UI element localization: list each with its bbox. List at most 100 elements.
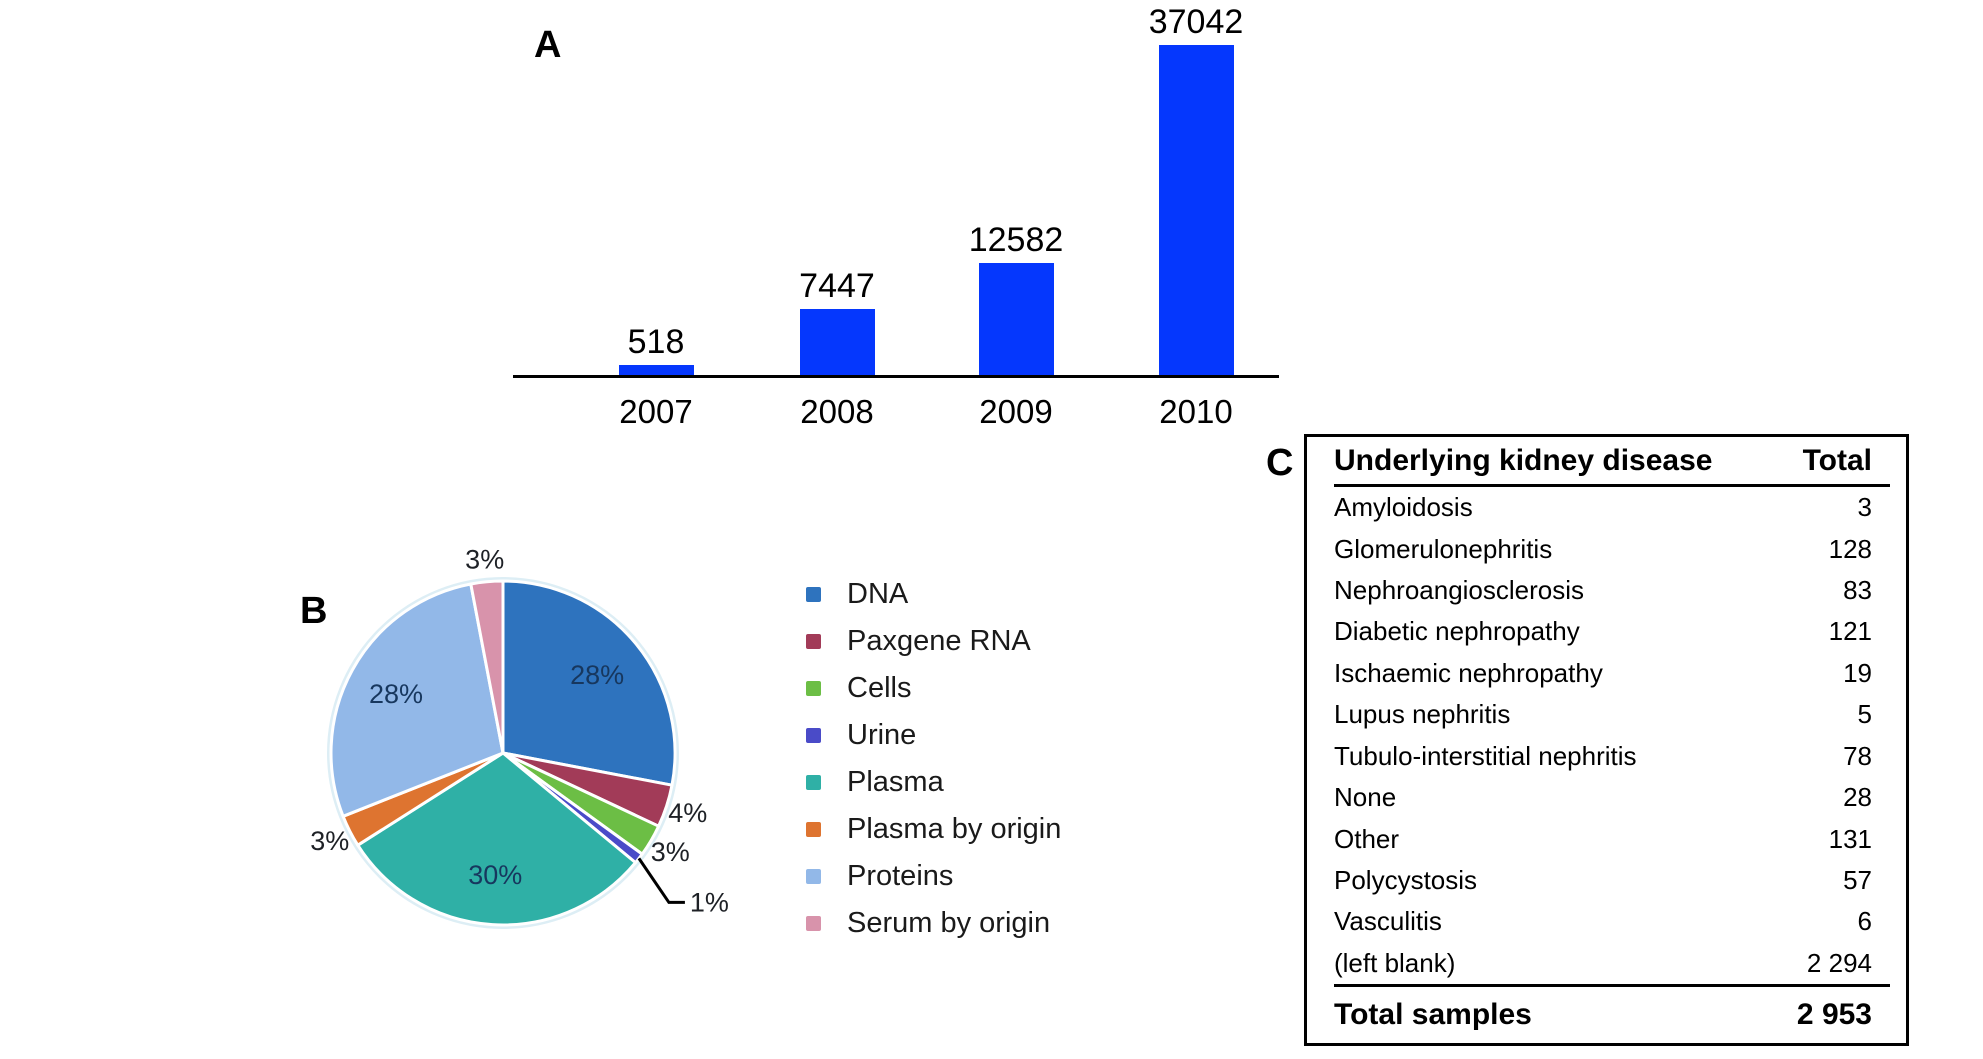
- table-cell-disease: Vasculitis: [1334, 906, 1442, 937]
- legend-swatch: [806, 634, 821, 649]
- legend-swatch: [806, 728, 821, 743]
- table-row: Amyloidosis 3: [1307, 487, 1906, 528]
- table-row: Ischaemic nephropathy 19: [1307, 653, 1906, 694]
- pie-leader-line: [637, 857, 685, 904]
- legend-swatch: [806, 822, 821, 837]
- bar-chart-axis: [513, 375, 1279, 378]
- panel-a-label: A: [534, 24, 562, 66]
- legend-swatch: [806, 587, 821, 602]
- legend-item-dna: DNA: [806, 571, 1061, 618]
- bar-year-label: 2008: [800, 393, 874, 430]
- pie-outer-ring: [327, 577, 679, 929]
- pie-slice-percent-label: 30%: [468, 860, 522, 890]
- bar-year-label: 2007: [619, 393, 693, 430]
- legend-item-label: Cells: [847, 672, 912, 704]
- legend-swatch: [806, 681, 821, 696]
- panel-b-label: B: [300, 590, 328, 632]
- bar-2010: [1158, 45, 1234, 375]
- table-row: Nephroangiosclerosis 83: [1307, 570, 1906, 611]
- legend-item-label: Serum by origin: [847, 907, 1051, 939]
- pie-slice-proteins: [329, 582, 505, 818]
- legend-item-paxgene-rna: Paxgene RNA: [806, 618, 1061, 665]
- pie-slice-percent-label: 3%: [651, 837, 690, 867]
- table-cell-total: 83: [1843, 575, 1872, 606]
- legend-item-label: Urine: [847, 719, 917, 751]
- table-row: (left blank) 2 294: [1307, 943, 1906, 984]
- table-row: None 28: [1307, 777, 1906, 818]
- pie-slice-percent-label: 28%: [369, 679, 423, 709]
- legend-item-plasma-by-origin: Plasma by origin: [806, 806, 1061, 853]
- table-cell-disease: Polycystosis: [1334, 865, 1478, 895]
- bar-value-label: 12582: [968, 221, 1064, 259]
- table-cell-disease: None: [1334, 782, 1397, 813]
- legend-swatch: [806, 869, 821, 884]
- pie-slice-percent-label: 3%: [465, 545, 504, 575]
- table-total-label: Total samples: [1334, 998, 1532, 1031]
- legend-item-label: Proteins: [847, 860, 954, 892]
- table-total-rule: [1334, 984, 1890, 987]
- legend-item-plasma: Plasma: [806, 759, 1061, 806]
- table-cell-total: 6: [1857, 906, 1872, 937]
- pie-slice-percent-label: 28%: [570, 660, 624, 690]
- table-cell-disease: Tubulo-interstitial nephritis: [1334, 740, 1637, 771]
- legend-swatch: [806, 775, 821, 790]
- bar-2007: [618, 365, 694, 375]
- table-cell-disease: Nephroangiosclerosis: [1334, 575, 1585, 606]
- pie-slice-percent-label: 1%: [690, 887, 729, 917]
- table-cell-disease: Amyloidosis: [1334, 492, 1473, 523]
- table-cell-total: 121: [1828, 616, 1872, 647]
- table-cell-disease: Other: [1334, 823, 1400, 854]
- legend-item-label: Paxgene RNA: [847, 625, 1031, 657]
- bar-2008: [799, 309, 875, 375]
- pie-chart: 28%4%3%1%30%3%28%3%: [310, 545, 729, 929]
- bar-value-label: 37042: [1148, 3, 1244, 41]
- table-cell-total: 5: [1857, 699, 1872, 730]
- bar-year-label: 2009: [979, 393, 1053, 430]
- pie-slice-serum-by-origin: [469, 579, 505, 755]
- table-header-rule: [1334, 484, 1890, 487]
- table-cell-disease: Diabetic nephropathy: [1334, 616, 1580, 647]
- kidney-disease-table: Underlying kidney disease Total Amyloido…: [1304, 434, 1909, 1046]
- table-cell-total: 19: [1843, 657, 1872, 688]
- table-row: Diabetic nephropathy 121: [1307, 611, 1906, 652]
- bar-value-label: 518: [627, 323, 685, 361]
- table-total-value: 2 953: [1796, 998, 1872, 1031]
- table-total-row: Total samples 2 953: [1307, 987, 1906, 1043]
- table-row: Polycystosis 57: [1307, 860, 1906, 901]
- legend-item-serum-by-origin: Serum by origin: [806, 900, 1061, 947]
- table-cell-disease: Lupus nephritis: [1334, 699, 1511, 730]
- table-row: Lupus nephritis 5: [1307, 694, 1906, 735]
- table-row: Tubulo-interstitial nephritis 78: [1307, 736, 1906, 777]
- table-cell-total: 128: [1828, 533, 1872, 564]
- table-cell-disease: Ischaemic nephropathy: [1334, 657, 1603, 688]
- legend-item-proteins: Proteins: [806, 853, 1061, 900]
- pie-slice-dna: [501, 579, 677, 787]
- legend-swatch: [806, 916, 821, 931]
- pie-slice-percent-label: 4%: [668, 798, 707, 828]
- table-row: Vasculitis 6: [1307, 901, 1906, 942]
- table-cell-total: 2 294: [1806, 947, 1872, 978]
- legend-item-label: DNA: [847, 578, 909, 610]
- pie-slice-plasma: [356, 751, 637, 927]
- table-cell-total: 131: [1828, 823, 1872, 854]
- pie-slice-percent-label: 3%: [310, 826, 349, 856]
- table-cell-total: 28: [1843, 782, 1872, 813]
- legend-item-label: Plasma: [847, 766, 944, 798]
- table-cell-disease: Glomerulonephritis: [1334, 533, 1553, 564]
- table-header-disease: Underlying kidney disease: [1334, 443, 1713, 477]
- bar-value-label: 7447: [799, 267, 875, 305]
- table-header-total: Total: [1802, 443, 1872, 477]
- legend-item-cells: Cells: [806, 665, 1061, 712]
- bar-year-label: 2010: [1159, 393, 1233, 430]
- legend-item-label: Plasma by origin: [847, 813, 1062, 845]
- table-cell-total: 57: [1843, 865, 1872, 895]
- table-row: Glomerulonephritis 128: [1307, 528, 1906, 569]
- table-cell-total: 3: [1857, 492, 1872, 523]
- table-header-row: Underlying kidney disease Total: [1307, 437, 1906, 484]
- table-cell-total: 78: [1843, 740, 1872, 771]
- table-cell-disease: (left blank): [1334, 947, 1456, 978]
